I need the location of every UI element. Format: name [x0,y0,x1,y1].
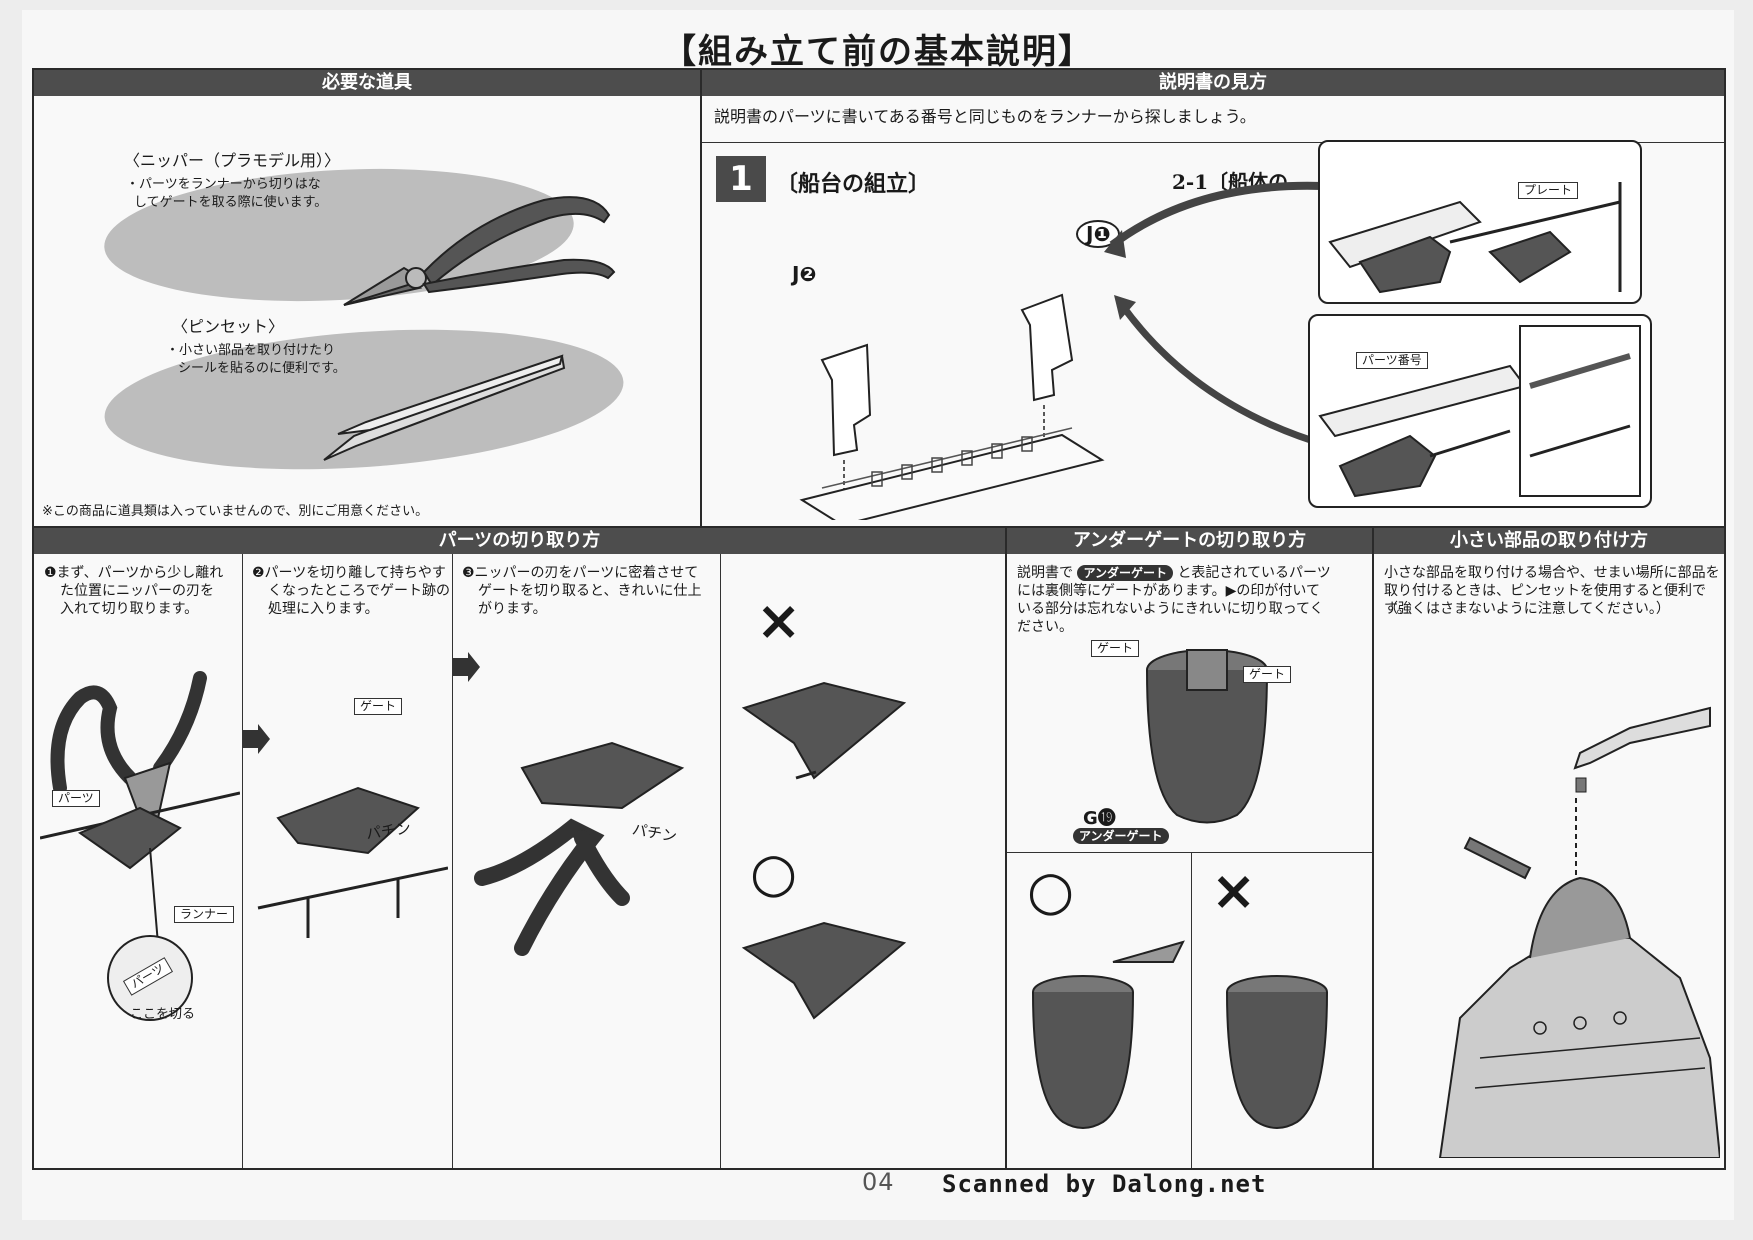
tools-panel: 必要な道具 〈ニッパー（プラモデル用）〉 ・パーツをランナーから切りはな してゲ… [32,68,702,528]
arrow-step2-to-3 [452,652,480,682]
cut-step1-line2: た位置にニッパーの刃を [60,583,214,599]
runner-number-illustration [1318,325,1641,498]
undergate-badge: アンダーゲート [1077,565,1173,581]
step2-illustration [257,786,448,938]
cut-good-part-illustration [741,921,907,1020]
label-parts: パーツ [52,790,100,807]
step-number-badge: 1 [716,156,766,202]
runner-plate-illustration [1328,182,1622,294]
zoom-box-plate: プレート [1318,140,1642,304]
tools-header: 必要な道具 [34,70,700,96]
cut-step2-line1: ❷パーツを切り離して持ちやす [252,565,446,581]
undergate-header: アンダーゲートの切り取り方 [1007,528,1372,554]
cut-result-bad-mark: × [756,589,802,652]
undergate-desc-line2: には裏側等にゲートがあります。▶の印が付いて [1017,583,1320,599]
tools-note: ※この商品に道具類は入っていませんので、別にご用意ください。 [42,504,429,519]
nipper-illustration [343,196,616,306]
small-parts-desc-2: 取り付けるときは、ピンセットを使用すると便利です。 [1384,583,1706,617]
page-title: 【組み立て前の基本説明】 [662,32,1094,72]
manual-intro: 説明書のパーツに書いてある番号と同じものをランナーから探しましょう。 [714,107,1256,126]
manual-inner-divider [702,142,1724,143]
undergate-divider-h [1007,852,1372,853]
tweezers-illustration [323,354,566,461]
tweezers-desc-2: シールを貼るのに便利です。 [178,361,346,376]
scan-credit: Scanned by Dalong.net [942,1170,1267,1198]
label-gate-2: ゲート [1243,666,1292,683]
step1-illustration [40,671,240,1021]
cut-divider-3 [720,554,721,1168]
small-parts-illustration [1438,706,1720,1158]
cutting-panel: パーツの切り取り方 ❶まず、パーツから少し離れ た位置にニッパーの刃を 入れて切… [32,526,1007,1170]
cut-step3-line2: ゲートを切り取ると、きれいに仕上 [478,583,702,599]
undergate-panel: アンダーゲートの切り取り方 説明書で アンダーゲート と表記されているパーツ に… [1005,526,1374,1170]
cut-step1-line3: 入れて切り取ります。 [60,601,199,617]
small-parts-desc-1: 小さな部品を取り付ける場合や、せまい場所に部品を [1384,565,1720,581]
arrow-step1-to-2 [242,724,270,754]
tweezers-desc-1: ・小さい部品を取り付けたり [166,343,336,358]
cut-step2-line3: 処理に入ります。 [268,601,379,617]
label-gate-1: ゲート [1091,640,1140,657]
page-number: 04 [862,1168,895,1196]
nipper-desc-2: してゲートを取る際に使います。 [134,195,328,210]
undergate-desc-line4: ださい。 [1017,619,1073,635]
undergate-bad-mark: × [1211,859,1257,922]
cut-bad-part-illustration [741,681,907,780]
cut-step2-line2: くなったところでゲート跡の [268,583,450,599]
small-parts-desc-3: （強くはさまないように注意してください。） [1384,601,1670,617]
undergate-bad-illustration [1226,975,1328,1129]
undergate-desc-line1: 説明書で アンダーゲート と表記されているパーツ [1017,564,1331,582]
label-cut-here: ここを切る [130,1007,196,1022]
tweezers-title: 〈ピンセット〉 [172,317,285,336]
manual-guide-panel: 説明書の見方 説明書のパーツに書いてある番号と同じものをランナーから探しましょう… [700,68,1726,528]
label-gate-step2: ゲート [354,698,403,715]
instruction-sheet: 【組み立て前の基本説明】 必要な道具 〈ニッパー（プラモデル用）〉 ・パーツをラ… [22,10,1734,1220]
cut-step3-line1: ❸ニッパーの刃をパーツに密着させて [462,565,699,581]
part-label-j2: J❷ [792,262,817,286]
zoom-box-part-number: パーツ番号 [1308,314,1652,508]
small-parts-header: 小さい部品の取り付け方 [1374,528,1724,554]
cut-step3-line3: がります。 [478,601,547,617]
undergate-desc-line3: いる部分は忘れないようにきれいに切り取ってく [1017,601,1324,617]
label-part-number: パーツ番号 [1356,352,1428,369]
cut-result-good-mark: ○ [750,841,798,904]
nipper-title: 〈ニッパー（プラモデル用）〉 [124,151,341,170]
step-title: 〔船台の組立〕 [776,171,931,197]
nipper-desc-1: ・パーツをランナーから切りはな [126,177,321,192]
cut-step1-line1: ❶まず、パーツから少し離れ [44,565,224,581]
step3-illustration [474,741,685,956]
cut-divider-2 [452,554,453,1168]
undergate-divider-v [1191,852,1192,1168]
undergate-badge-2: アンダーゲート [1073,828,1169,844]
undergate-good-mark: ○ [1027,859,1075,922]
label-plate: プレート [1518,182,1579,199]
cut-divider-1 [242,554,243,1168]
small-parts-panel: 小さい部品の取り付け方 小さな部品を取り付ける場合や、せまい場所に部品を 取り付… [1372,526,1726,1170]
undergate-good-illustration [1032,940,1185,1129]
undergate-desc-pre: 説明書で [1017,565,1073,581]
manual-header: 説明書の見方 [702,70,1724,96]
label-runner: ランナー [174,906,235,923]
undergate-desc-post: と表記されているパーツ [1177,565,1331,581]
part-label-g19: G⓳ [1083,808,1116,829]
undergate-part-illustration [1146,649,1268,824]
ship-stand-illustration [799,293,1105,520]
cutting-header: パーツの切り取り方 [34,528,1005,554]
